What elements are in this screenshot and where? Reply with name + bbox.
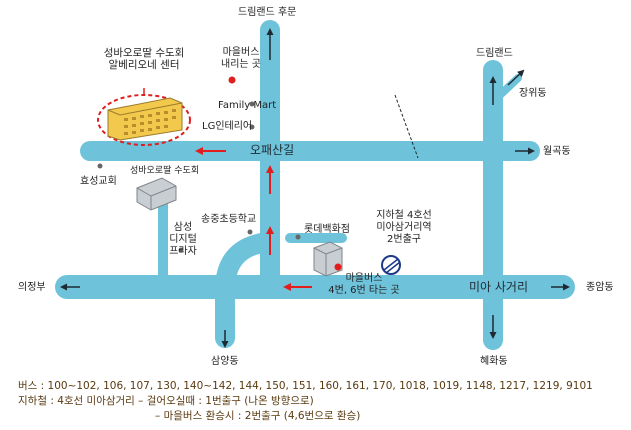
label-mia-intersection: 미아 사거리 [469,280,529,294]
gray-building [136,177,177,211]
label-opae-road: 오패산길 [250,143,295,157]
road-lotte-branch [285,233,347,243]
road-curve [215,233,265,291]
rail-line [394,94,419,159]
road-right-vertical [483,60,503,350]
road-jangwi [496,74,522,99]
label-samyang: 삼양동 [211,356,239,367]
label-lg-interior: LG인테리어 [202,121,253,132]
label-bus-stop-bottom: 마을버스 4번, 6번 타는 곳 [328,273,400,296]
label-family-mart: Family Mart [218,100,277,111]
label-dream-land-back: 드림랜드 후문 [238,7,297,18]
label-songjung-school: 송중초등학교 [201,214,257,225]
lotte-building [313,241,343,277]
route-arrows [195,147,312,291]
direction-arrows [60,28,570,348]
road-north-vertical [260,20,280,288]
label-center: 성바오로딸 수도회 알베리오네 센터 [88,47,200,71]
label-wolgok: 월곡동 [543,146,571,157]
label-samsung: 삼성 디지털 프라자 [169,222,197,257]
roads [55,20,575,350]
note-subway: 지하철 : 4호선 미아삼거리 – 걸어오실때 : 1번출구 (나온 방향으로) [18,395,314,407]
label-subway: 지하철 4호선 미아삼거리역 2번출구 [376,210,432,245]
label-center-line1: 성바오로딸 수도회 [103,47,185,59]
label-jongam: 종암동 [586,282,614,293]
bus-stop-top [228,76,236,84]
label-jangwi: 장위동 [519,88,547,99]
subway-icon [381,255,401,275]
note-transfer: – 마을버스 환승시 : 2번출구 (4,6번으로 환승) [155,410,361,422]
label-lotte: 롯데백화점 [304,224,350,235]
road-mia-main [55,275,575,299]
label-uijeongbu: 의정부 [18,282,46,293]
note-bus: 버스 : 100~102, 106, 107, 130, 140~142, 14… [18,380,593,392]
bus-stop-bottom [334,263,342,271]
road-left-vertical [158,196,168,280]
label-bus-stop-top: 마을버스 내리는 곳 [221,47,261,70]
poi-dots [97,101,301,253]
label-hyehwa: 혜화동 [480,356,508,367]
road-opae [80,141,540,161]
label-sbo-building: 성바오로딸 수도회 [130,166,200,176]
label-center-line2: 알베리오네 센터 [108,59,180,71]
label-hyoseong-church: 효성교회 [80,176,117,187]
center-building [107,97,183,141]
label-dream-land: 드림랜드 [476,48,513,59]
